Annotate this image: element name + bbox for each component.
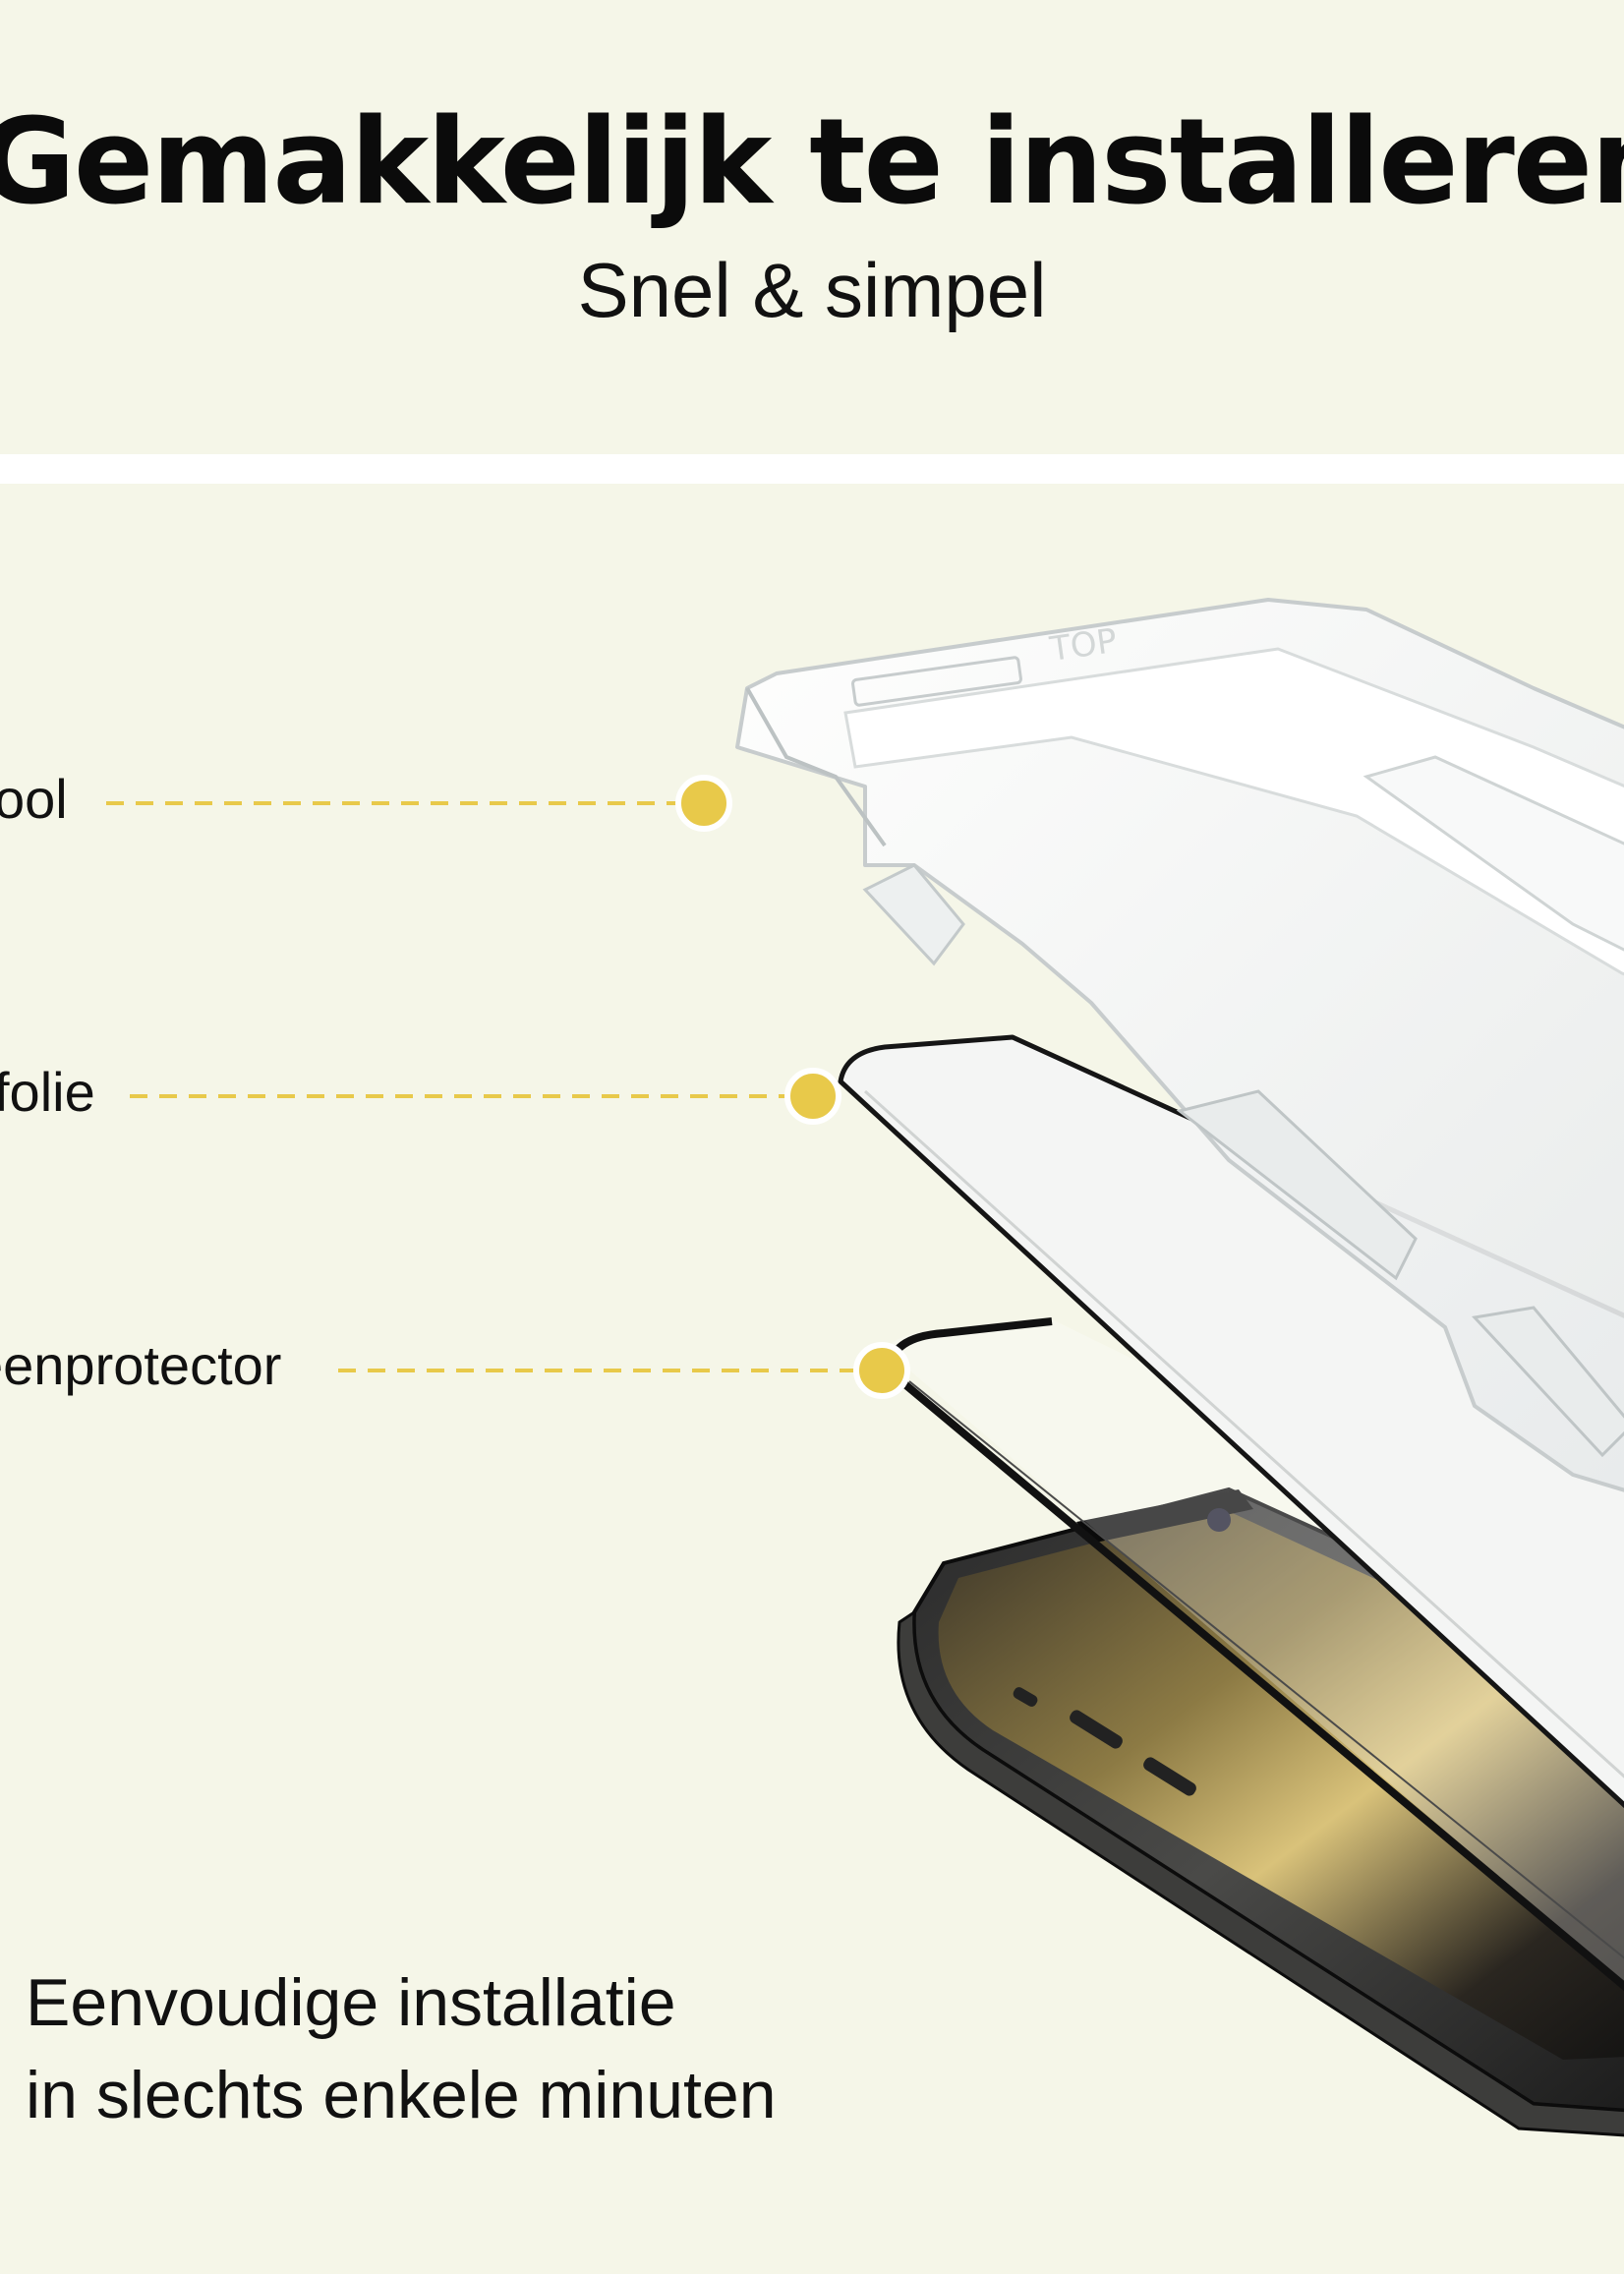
callout-dot <box>853 1342 910 1399</box>
page-title: Gemakkelijk te installeren <box>0 94 1624 231</box>
callout-label-screenprotector: eenprotector <box>0 1334 282 1396</box>
callout-tool <box>106 775 732 832</box>
description-line-1: Eenvoudige installatie <box>26 1965 676 2040</box>
installation-description: Eenvoudige installatie in slechts enkele… <box>26 1956 1009 2141</box>
callout-dot <box>675 775 732 832</box>
callout-dot <box>784 1068 841 1125</box>
page-subtitle: Snel & simpel <box>577 247 1047 333</box>
install-tool-illustration: TOP <box>735 598 1624 1492</box>
description-line-2: in slechts enkele minuten <box>26 2058 777 2132</box>
callout-folie <box>130 1068 841 1125</box>
callout-screenprotector <box>338 1342 910 1399</box>
frame-embossed-text: TOP <box>1047 621 1120 670</box>
callout-label-tool: ool <box>0 768 68 830</box>
divider-band <box>0 454 1624 484</box>
callout-label-folie: folie <box>0 1061 95 1123</box>
